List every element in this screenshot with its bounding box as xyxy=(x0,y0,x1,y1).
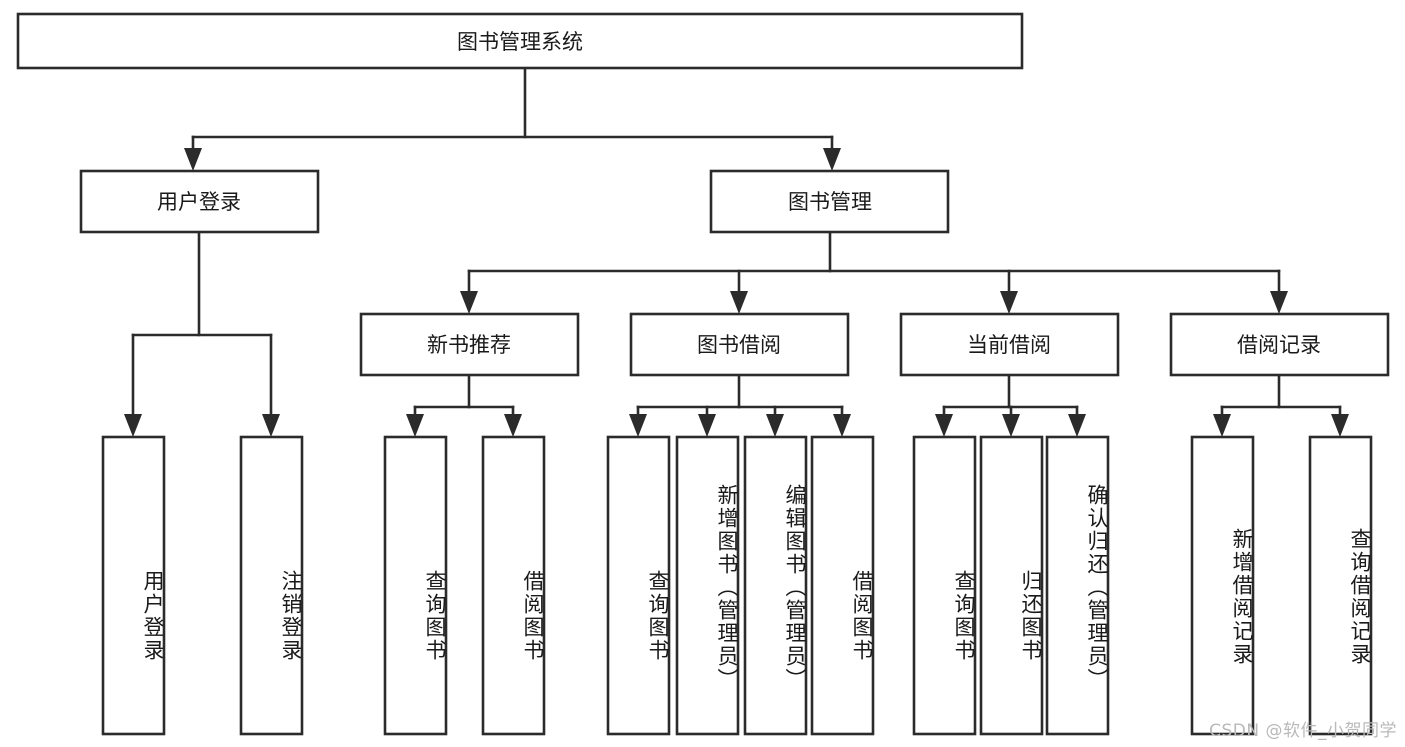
leaf-node-query-book-2[interactable] xyxy=(606,435,671,736)
node-new-book-recommend-label: 新书推荐 xyxy=(427,333,511,357)
leaf-node-query-borrow-record[interactable] xyxy=(1308,435,1373,736)
node-book-management[interactable]: 图书管理 xyxy=(709,169,950,234)
connector-current-borrow-to-leaves xyxy=(935,373,1086,437)
leaf-node-confirm-return-admin[interactable] xyxy=(1045,435,1110,736)
leaf-node-edit-book-admin[interactable] xyxy=(743,435,808,736)
leaf-node-add-book-admin[interactable] xyxy=(675,435,740,736)
leaf-node-borrow-book-2[interactable] xyxy=(810,435,875,736)
connector-borrow-record-to-leaves xyxy=(1213,373,1349,437)
leaf-node-user-login[interactable] xyxy=(101,435,166,736)
leaf-node-return-book[interactable] xyxy=(979,435,1044,736)
leaf-node-query-book-3[interactable] xyxy=(912,435,977,736)
leaf-node-add-borrow-record[interactable] xyxy=(1190,435,1255,736)
node-user-login-label: 用户登录 xyxy=(157,190,241,214)
node-root-system-label: 图书管理系统 xyxy=(457,30,583,54)
connector-new-book-to-leaves xyxy=(406,373,522,437)
connector-root-to-level2 xyxy=(184,66,841,171)
node-current-borrow[interactable]: 当前借阅 xyxy=(899,312,1120,377)
node-borrow-record[interactable]: 借阅记录 xyxy=(1169,312,1390,377)
node-book-management-label: 图书管理 xyxy=(788,190,872,214)
node-new-book-recommend[interactable]: 新书推荐 xyxy=(359,312,580,377)
leaf-node-borrow-book-1[interactable] xyxy=(481,435,546,736)
leaf-node-logout-login[interactable] xyxy=(239,435,304,736)
node-borrow-record-label: 借阅记录 xyxy=(1237,333,1321,357)
connector-book-mgmt-to-level3 xyxy=(460,230,1288,314)
node-book-borrow[interactable]: 图书借阅 xyxy=(629,312,850,377)
node-current-borrow-label: 当前借阅 xyxy=(967,333,1051,357)
leaf-node-query-book-1[interactable] xyxy=(383,435,448,736)
csdn-watermark: CSDN @软件_小贺同学 xyxy=(1209,721,1397,741)
node-root-system[interactable]: 图书管理系统 xyxy=(16,12,1024,70)
node-book-borrow-label: 图书借阅 xyxy=(697,333,781,357)
node-user-login[interactable]: 用户登录 xyxy=(79,169,320,234)
connector-user-login-to-leaves xyxy=(124,230,280,437)
connector-borrow-to-leaves xyxy=(629,373,851,437)
